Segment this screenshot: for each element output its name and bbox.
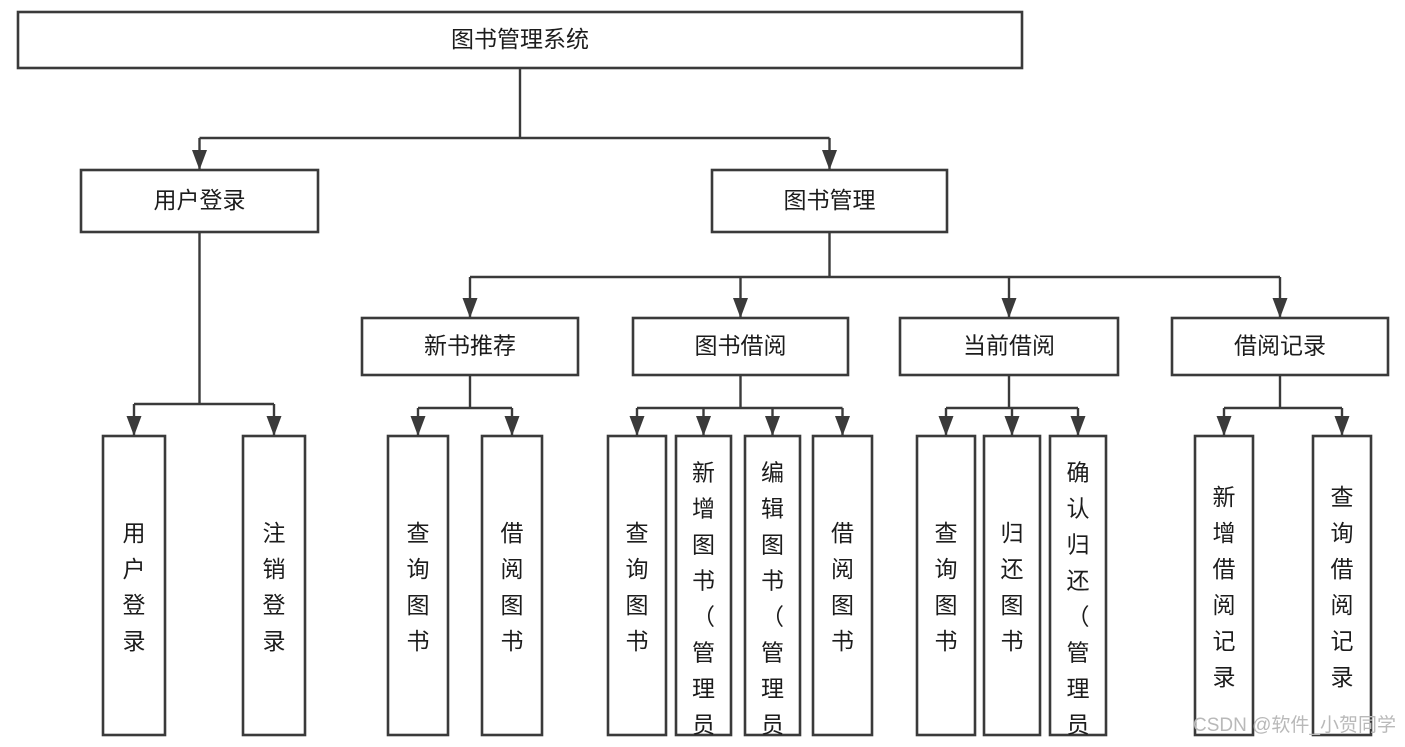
node-box-leaf-add-borrow-record[interactable] [1193, 434, 1255, 737]
arrow-head [938, 416, 954, 436]
node-box-leaf-query-book-current[interactable] [915, 434, 977, 737]
node-leaf-logout-login[interactable]: 注销登录 [241, 434, 307, 737]
node-label-leaf-query-book-borrow: 查询图书 [626, 520, 649, 654]
node-box-leaf-query-borrow-record[interactable] [1311, 434, 1373, 737]
arrow-head [1004, 416, 1020, 436]
node-box-leaf-edit-book-admin[interactable] [743, 434, 802, 737]
node-leaf-query-book-current[interactable]: 查询图书 [915, 434, 977, 737]
connector-bookmgmt-to-level2 [462, 232, 1288, 318]
arrow-head [835, 416, 850, 436]
node-box-book-management[interactable] [710, 168, 949, 234]
arrow-head [765, 416, 780, 436]
node-label-leaf-add-borrow-record: 新增借阅记录 [1213, 484, 1236, 690]
node-leaf-add-book-admin[interactable]: 新增图书（管理员） [674, 434, 733, 747]
connector-borrow-record-to-leaves [1216, 375, 1350, 436]
node-box-leaf-return-book[interactable] [982, 434, 1042, 737]
node-box-leaf-query-book-recommend[interactable] [386, 434, 450, 737]
connector-book-borrow-to-leaves [629, 375, 850, 436]
node-user-login[interactable]: 用户登录 [79, 168, 320, 234]
arrow-head [1070, 416, 1086, 436]
node-label-borrow-record: 借阅记录 [1234, 333, 1326, 359]
node-leaf-query-borrow-record[interactable]: 查询借阅记录 [1311, 434, 1373, 737]
node-box-leaf-user-login[interactable] [101, 434, 167, 737]
node-label-book-borrow: 图书借阅 [695, 333, 787, 359]
node-label-leaf-user-login: 用户登录 [123, 520, 146, 654]
arrow-head [1334, 416, 1350, 436]
node-label-leaf-add-book-admin: 新增图书（管理员） [692, 459, 715, 747]
node-layer: 图书管理系统用户登录图书管理新书推荐图书借阅当前借阅借阅记录用户登录注销登录查询… [16, 10, 1390, 747]
node-leaf-borrow-book-recommend[interactable]: 借阅图书 [480, 434, 544, 737]
node-leaf-return-book[interactable]: 归还图书 [982, 434, 1042, 737]
node-label-root: 图书管理系统 [451, 26, 589, 52]
arrow-head [504, 416, 520, 436]
node-label-leaf-borrow-book-recommend: 借阅图书 [501, 520, 524, 654]
node-label-leaf-logout-login: 注销登录 [263, 520, 286, 654]
node-box-user-login[interactable] [79, 168, 320, 234]
arrow-head [462, 298, 478, 318]
arrow-head [1216, 416, 1232, 436]
node-label-leaf-borrow-book-borrow: 借阅图书 [831, 520, 854, 654]
node-label-leaf-confirm-return-admin: 确认归还（管理员） [1067, 459, 1090, 747]
node-book-borrow[interactable]: 图书借阅 [631, 316, 850, 377]
node-box-leaf-confirm-return-admin[interactable] [1048, 434, 1108, 737]
node-label-user-login: 用户登录 [154, 187, 246, 213]
node-leaf-user-login[interactable]: 用户登录 [101, 434, 167, 737]
node-label-leaf-edit-book-admin: 编辑图书（管理员） [761, 459, 784, 747]
node-box-leaf-logout-login[interactable] [241, 434, 307, 737]
node-book-management[interactable]: 图书管理 [710, 168, 949, 234]
node-box-current-borrow[interactable] [898, 316, 1120, 377]
arrow-head [1001, 298, 1017, 318]
node-label-new-book-recommend: 新书推荐 [424, 333, 516, 359]
node-leaf-edit-book-admin[interactable]: 编辑图书（管理员） [743, 434, 802, 747]
connector-current-borrow-to-leaves [938, 375, 1086, 436]
node-label-current-borrow: 当前借阅 [963, 333, 1055, 359]
node-leaf-query-book-recommend[interactable]: 查询图书 [386, 434, 450, 737]
node-box-book-borrow[interactable] [631, 316, 850, 377]
node-borrow-record[interactable]: 借阅记录 [1170, 316, 1390, 377]
node-leaf-add-borrow-record[interactable]: 新增借阅记录 [1193, 434, 1255, 737]
node-box-leaf-add-book-admin[interactable] [674, 434, 733, 737]
connector-root-to-level1 [192, 68, 837, 170]
node-box-leaf-query-book-borrow[interactable] [606, 434, 668, 737]
node-label-book-management: 图书管理 [784, 187, 876, 213]
arrow-head [126, 416, 142, 436]
arrow-head [822, 150, 837, 170]
node-leaf-confirm-return-admin[interactable]: 确认归还（管理员） [1048, 434, 1108, 747]
connector-new-book-recommend-to-leaves [410, 375, 520, 436]
arrow-head [629, 416, 645, 436]
arrow-head [266, 416, 282, 436]
node-box-new-book-recommend[interactable] [360, 316, 580, 377]
node-box-leaf-borrow-book-recommend[interactable] [480, 434, 544, 737]
node-root[interactable]: 图书管理系统 [16, 10, 1024, 70]
connector-layer [126, 68, 1350, 436]
node-box-root[interactable] [16, 10, 1024, 70]
node-new-book-recommend[interactable]: 新书推荐 [360, 316, 580, 377]
node-leaf-query-book-borrow[interactable]: 查询图书 [606, 434, 668, 737]
node-box-borrow-record[interactable] [1170, 316, 1390, 377]
node-label-leaf-query-book-recommend: 查询图书 [407, 520, 430, 654]
node-current-borrow[interactable]: 当前借阅 [898, 316, 1120, 377]
arrow-head [410, 416, 426, 436]
node-leaf-borrow-book-borrow[interactable]: 借阅图书 [811, 434, 874, 737]
connector-user-login-to-leaves [126, 232, 282, 436]
node-label-leaf-query-borrow-record: 查询借阅记录 [1331, 484, 1354, 690]
node-label-leaf-return-book: 归还图书 [1001, 520, 1024, 654]
arrow-head [733, 298, 748, 318]
arrow-head [1272, 298, 1288, 318]
csdn-watermark: CSDN @软件_小贺同学 [1193, 714, 1396, 736]
arrow-head [696, 416, 711, 436]
arrow-head [192, 150, 207, 170]
node-box-leaf-borrow-book-borrow[interactable] [811, 434, 874, 737]
node-label-leaf-query-book-current: 查询图书 [935, 520, 958, 654]
